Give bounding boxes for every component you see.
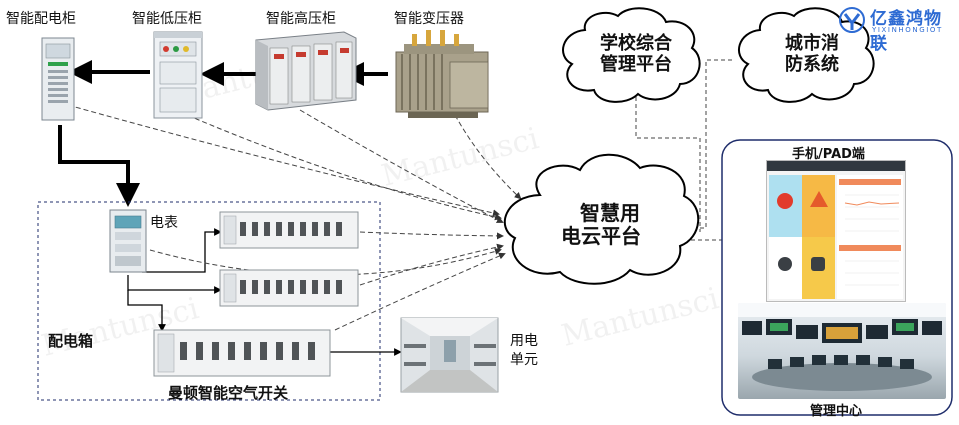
meter-image xyxy=(109,209,147,273)
meter-label: 电表 xyxy=(150,215,178,231)
mobile-app-screenshot xyxy=(766,160,906,302)
school-cloud xyxy=(562,7,701,103)
fire-line1: 城市消 xyxy=(785,33,839,54)
dorm-room-image xyxy=(400,317,499,393)
warning-icon xyxy=(810,191,828,207)
mobile-label: 手机/PAD端 xyxy=(792,147,865,162)
app-tile-stats xyxy=(769,237,802,299)
control-center-image xyxy=(738,303,946,399)
dist-cabinet-image xyxy=(41,37,75,121)
transformer-image xyxy=(395,30,489,118)
logo-icon xyxy=(839,7,865,33)
distribution-box-label: 配电箱 xyxy=(48,332,94,350)
control-room-scene xyxy=(738,303,946,391)
platform-cloud xyxy=(503,153,700,285)
breaker-row-2 xyxy=(219,269,359,307)
school-line2: 管理平台 xyxy=(600,53,672,75)
unit-label-line2: 单元 xyxy=(510,352,538,368)
low-voltage-label: 智能低压柜 xyxy=(132,11,202,27)
app-chart xyxy=(839,179,901,286)
fire-title: 城市消 防系统 xyxy=(762,33,862,75)
fire-line2: 防系统 xyxy=(785,53,839,75)
control-center-label: 管理中心 xyxy=(810,404,863,419)
app-tile-alert xyxy=(769,175,802,237)
platform-line1: 智慧用 xyxy=(580,201,640,225)
arrow-dist-to-meter xyxy=(58,125,140,207)
platform-line2: 电云平台 xyxy=(561,224,641,248)
dist-cabinet-label: 智能配电柜 xyxy=(6,11,76,27)
app-chart-panel xyxy=(837,175,903,299)
school-title: 学校综合 管理平台 xyxy=(586,33,686,75)
hand-icon xyxy=(811,257,825,271)
breaker-row-1 xyxy=(219,211,359,249)
alert-icon xyxy=(777,193,793,209)
brand-logo: 亿鑫鸿物联 YIXINHONGIOT xyxy=(838,2,959,54)
transformer-label: 智能变压器 xyxy=(394,11,464,27)
app-header-bar xyxy=(767,161,905,171)
app-tile-control xyxy=(802,237,835,299)
breaker-row-3 xyxy=(153,329,331,377)
app-tile-grid xyxy=(769,175,835,299)
school-line1: 学校综合 xyxy=(600,33,672,54)
low-voltage-cabinet-image xyxy=(153,31,203,119)
logo-pinyin: YIXINHONGIOT xyxy=(872,26,943,34)
high-voltage-cabinet-image xyxy=(255,31,357,111)
distribution-box-border xyxy=(37,201,381,401)
app-tile-warning xyxy=(802,175,835,237)
breaker-label: 曼顿智能空气开关 xyxy=(168,384,289,402)
fire-cloud xyxy=(738,7,875,103)
unit-label-line1: 用电 xyxy=(510,333,538,349)
high-voltage-label: 智能高压柜 xyxy=(266,11,336,27)
stats-icon xyxy=(778,257,792,271)
logo-name: 亿鑫鸿物联 xyxy=(870,9,942,54)
platform-title: 智慧用 电云平台 xyxy=(536,202,666,248)
